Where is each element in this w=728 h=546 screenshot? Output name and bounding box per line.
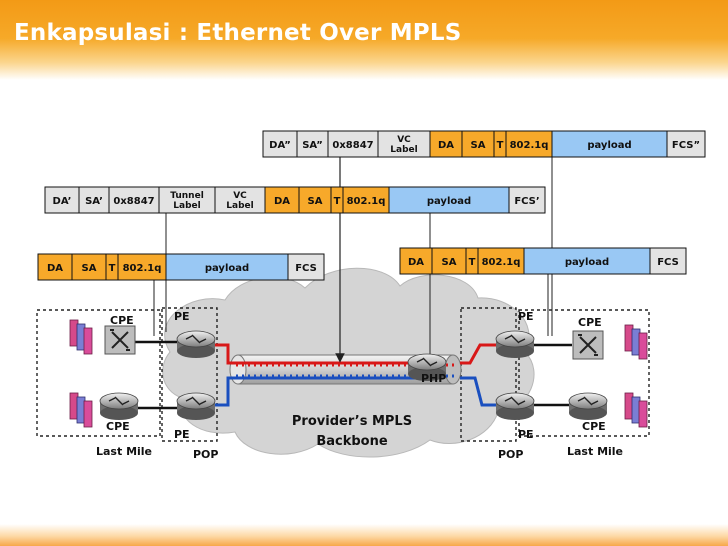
title-bar: Enkapsulasi : Ethernet Over MPLS: [0, 0, 728, 80]
frame-field-label: T: [334, 196, 341, 207]
label-cpe-bottom-left: CPE: [106, 420, 130, 433]
frame-field-box: [666, 130, 706, 158]
frame-field-label: SA”: [302, 140, 323, 151]
frame-field-box: [287, 253, 325, 281]
frame-field-box: [78, 186, 110, 214]
router-icon: [568, 392, 608, 420]
label-pe-top-left: PE: [174, 310, 190, 323]
host-stack-icon: [624, 392, 648, 428]
frame-field-box: [649, 247, 687, 275]
frame-field-label: 802.1q: [510, 140, 549, 151]
frame-field-label: SA: [442, 257, 457, 268]
frame-field-label: DA: [47, 263, 63, 274]
label-pop-right: POP: [498, 448, 523, 461]
frame-field-label: 802.1q: [123, 263, 162, 274]
slide-title: Enkapsulasi : Ethernet Over MPLS: [14, 20, 462, 46]
router-icon: [495, 392, 535, 420]
frame-field-label: SA: [82, 263, 97, 274]
frame-field-box: [523, 247, 651, 275]
frame-field-label: DA’: [53, 196, 72, 207]
frame-field-box: [551, 130, 668, 158]
frame-field-box: [327, 130, 379, 158]
frame-field-box: [165, 253, 289, 281]
devices-layer: [69, 319, 648, 428]
frame-3: DA SA T 802.1q payload FCS: [37, 253, 325, 281]
frame-field-box: [264, 186, 300, 214]
frame-field-label: payload: [587, 140, 631, 151]
frame-field-box: [388, 186, 510, 214]
cloud-label-line2: Backbone: [316, 434, 388, 449]
router-icon: [176, 330, 216, 358]
frame-field-box: [431, 247, 467, 275]
label-pe-bottom-right: PE: [518, 428, 534, 441]
router-icon: [176, 392, 216, 420]
frame-field-box: [37, 253, 73, 281]
frame-field-label: FCS’: [514, 196, 539, 207]
frame-field-box: [508, 186, 546, 214]
frame-field-label: 0x8847: [332, 140, 373, 151]
frame-field-label: T: [109, 263, 116, 274]
frame-field-label: 0x8847: [113, 196, 154, 207]
label-cpe-bottom-right: CPE: [582, 420, 606, 433]
label-pe-bottom-left: PE: [174, 428, 190, 441]
frame-field-box: [342, 186, 390, 214]
frame-field-label: 802.1q: [482, 257, 521, 268]
frame-field-label: DA: [274, 196, 290, 207]
red-pseudowire: [108, 340, 572, 367]
label-last-mile-right: Last Mile: [567, 445, 623, 458]
left-last-mile-box: [36, 309, 161, 437]
right-last-mile-box: [518, 309, 650, 437]
host-stack-icon: [624, 324, 648, 360]
frame-field-label: DA”: [269, 140, 291, 151]
frame-field-label: DA: [408, 257, 424, 268]
frame-field-label: payload: [565, 257, 609, 268]
router-icon: [495, 330, 535, 358]
switch-icon: [572, 330, 604, 360]
frame-field-box: [262, 130, 298, 158]
frame-field-label: SA’: [85, 196, 103, 207]
frame-field-label: FCS”: [672, 140, 700, 151]
right-pop-box: [460, 307, 517, 442]
host-stack-icon: [69, 392, 93, 428]
frame-field-label: DA: [438, 140, 454, 151]
label-last-mile-left: Last Mile: [96, 445, 152, 458]
cloud-label-line1: Provider’s MPLS: [292, 414, 412, 429]
frame-field-label: FCS: [657, 257, 679, 268]
frame-4: DA SA T 802.1q payload FCS: [399, 247, 687, 275]
frame-field-box: [214, 186, 266, 214]
label-php: PHP: [421, 372, 446, 385]
frame-field-box: [399, 247, 433, 275]
frame-field-label: SA: [471, 140, 486, 151]
frame-field-label: T: [497, 140, 504, 151]
frame-field-label: SA: [308, 196, 323, 207]
label-cpe-top-left: CPE: [110, 314, 134, 327]
frame-field-label: T: [469, 257, 476, 268]
frame-field-box: [44, 186, 80, 214]
frame-field-box: [296, 130, 329, 158]
router-icon: [99, 392, 139, 420]
frame-field-box: [429, 130, 463, 158]
label-pe-top-right: PE: [518, 310, 534, 323]
footer-bar: [0, 524, 728, 546]
host-stack-icon: [69, 319, 93, 355]
frame-field-label: payload: [427, 196, 471, 207]
frame-field-label: payload: [205, 263, 249, 274]
label-pop-left: POP: [193, 448, 218, 461]
switch-icon: [104, 325, 136, 355]
frame-field-box: [71, 253, 107, 281]
frame-field-label: FCS: [295, 263, 317, 274]
frame-field-box: [461, 130, 495, 158]
frame-field-label: 802.1q: [347, 196, 386, 207]
router-icon: [407, 353, 447, 381]
label-cpe-top-right: CPE: [578, 316, 602, 329]
left-pop-box: [161, 307, 218, 442]
